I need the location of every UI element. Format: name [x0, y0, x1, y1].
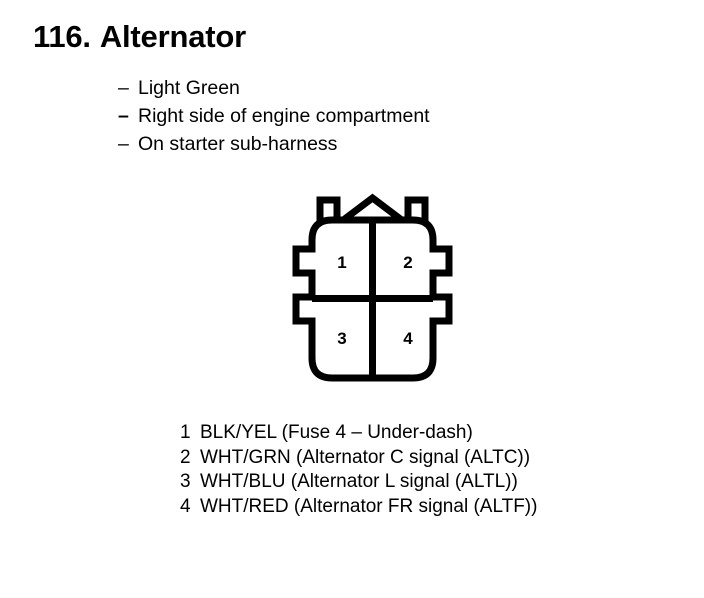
bullet-item-1: –Right side of engine compartment [118, 102, 638, 130]
connector-pin-label-3: 3 [337, 329, 346, 348]
legend-pin-number-4: 4 [180, 495, 191, 517]
connector-peak-icon [335, 193, 410, 227]
legend-pin-number-3: 3 [180, 471, 191, 492]
bullet-dash-icon-2: – [118, 133, 129, 155]
legend-pin-desc-1: BLK/YEL (Fuse 4 – Under-dash) [200, 422, 473, 443]
legend-row: 2 WHT/GRN (Alternator C signal (ALTC)) [180, 446, 640, 471]
bullet-dash-icon-1: – [118, 105, 129, 127]
connector-pin-label-1: 1 [337, 253, 346, 272]
legend-pin-number-1: 1 [180, 422, 191, 443]
connector-pin-label-4: 4 [403, 329, 413, 348]
connector-pin-label-2: 2 [403, 253, 412, 272]
connector-diagram: 1 2 3 4 [260, 192, 480, 392]
bullet-text-2: On starter sub-harness [138, 133, 338, 155]
bullet-text-0: Light Green [138, 77, 240, 99]
description-bullets: –Light Green –Right side of engine compa… [118, 74, 638, 158]
page-title-text: Alternator [99, 19, 246, 54]
bullet-item-0: –Light Green [118, 74, 638, 102]
bullet-item-2: –On starter sub-harness [118, 130, 638, 158]
legend-row: 1 BLK/YEL (Fuse 4 – Under-dash) [180, 421, 640, 446]
pin-legend: 1 BLK/YEL (Fuse 4 – Under-dash) 2 WHT/GRN … [180, 421, 640, 519]
legend-row: 3 WHT/BLU (Alternator L signal (ALTL)) [180, 470, 640, 495]
page-title: 116.Alternator [33, 20, 246, 54]
legend-pin-desc-4: WHT/RED (Alternator FR signal (ALTF)) [200, 495, 538, 517]
connector-outline-svg: 1 2 3 4 [292, 193, 453, 382]
legend-pin-desc-2: WHT/GRN (Alternator C signal (ALTC)) [200, 446, 531, 468]
page-title-number: 116. [33, 19, 91, 54]
legend-pin-number-2: 2 [180, 446, 191, 468]
legend-row: 4 WHT/RED (Alternator FR signal (ALTF)) [180, 495, 640, 520]
legend-pin-desc-3: WHT/BLU (Alternator L signal (ALTL)) [200, 471, 518, 492]
bullet-dash-icon-0: – [118, 77, 129, 99]
bullet-text-1: Right side of engine compartment [138, 105, 430, 127]
